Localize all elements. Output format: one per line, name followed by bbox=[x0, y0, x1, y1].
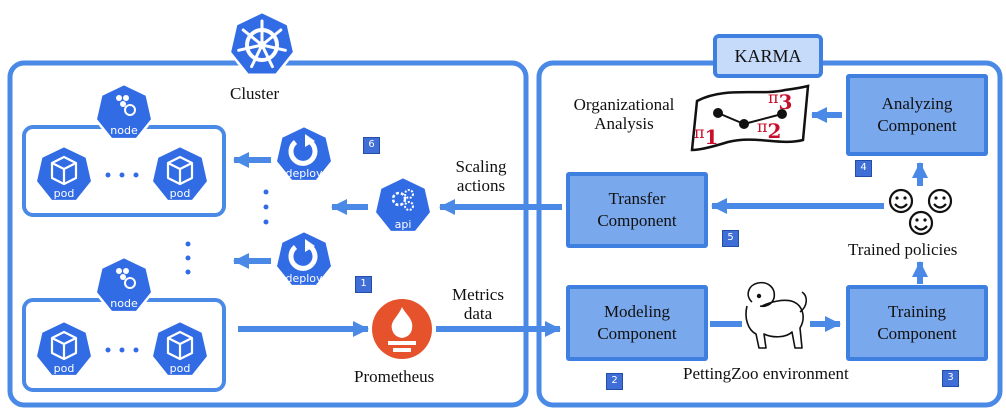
karma-title: KARMA bbox=[713, 34, 823, 78]
prometheus-label: Prometheus bbox=[354, 367, 435, 386]
analyzing-component: Analyzing Component bbox=[846, 74, 988, 156]
svg-text:pod: pod bbox=[54, 187, 75, 200]
prometheus-icon bbox=[372, 299, 432, 359]
pod-icon: pod bbox=[34, 319, 94, 378]
transfer-component: Transfer Component bbox=[566, 172, 708, 248]
step-badge-3: 3 bbox=[942, 370, 959, 387]
pettingzoo-lion-icon bbox=[745, 281, 808, 349]
svg-text:deploy: deploy bbox=[285, 272, 323, 285]
step-badge-6: 6 bbox=[363, 137, 380, 154]
svg-text:pod: pod bbox=[170, 187, 191, 200]
trained-policies-label: Trained policies bbox=[848, 240, 958, 259]
organizational-analysis-map: π1 π2 π3 bbox=[690, 84, 810, 152]
node-icon: node bbox=[94, 82, 154, 141]
svg-text:pod: pod bbox=[54, 362, 75, 375]
trained-policies-icon bbox=[888, 188, 953, 236]
deploy-icon: deploy bbox=[274, 124, 334, 183]
api-icon: api bbox=[373, 175, 433, 234]
kubernetes-wheel-icon bbox=[228, 10, 296, 76]
svg-text:π3: π3 bbox=[768, 88, 792, 114]
pettingzoo-label: PettingZoo environment bbox=[683, 364, 849, 383]
deploy-icon: deploy bbox=[274, 229, 334, 288]
metrics-data-label: Metrics data bbox=[452, 285, 504, 323]
pod-icon: pod bbox=[150, 144, 210, 203]
svg-text:deploy: deploy bbox=[285, 167, 323, 180]
pod-icon: pod bbox=[34, 144, 94, 203]
flow-arrows bbox=[233, 107, 928, 337]
step-badge-2: 2 bbox=[606, 373, 623, 390]
svg-text:api: api bbox=[395, 218, 412, 231]
svg-text:π2: π2 bbox=[757, 117, 781, 143]
cluster-title: Cluster bbox=[230, 84, 280, 103]
step-badge-1: 1 bbox=[355, 276, 372, 293]
svg-text:node: node bbox=[110, 124, 138, 137]
training-component: Training Component bbox=[846, 285, 988, 361]
ellipsis-dots bbox=[105, 172, 269, 353]
organizational-analysis-label: Organizational Analysis bbox=[573, 95, 675, 133]
node-icon: node bbox=[94, 255, 154, 314]
scaling-actions-label: Scaling actions bbox=[455, 157, 507, 195]
step-badge-4: 4 bbox=[855, 160, 872, 177]
step-badge-5: 5 bbox=[722, 230, 739, 247]
svg-text:π1: π1 bbox=[694, 123, 718, 149]
pod-icon: pod bbox=[150, 319, 210, 378]
svg-text:pod: pod bbox=[170, 362, 191, 375]
modeling-component: Modeling Component bbox=[566, 285, 708, 361]
svg-text:node: node bbox=[110, 297, 138, 310]
